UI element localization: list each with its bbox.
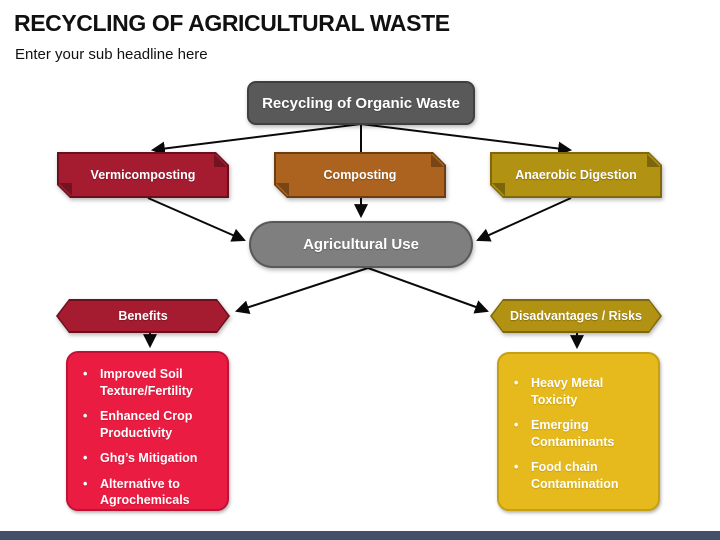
list-item: Ghg’s Mitigation — [78, 450, 219, 467]
slide-title: RECYCLING OF AGRICULTURAL WASTE — [14, 10, 450, 36]
panel-benefits: Improved Soil Texture/Fertility Enhanced… — [66, 351, 229, 511]
list-item: Improved Soil Texture/Fertility — [78, 366, 219, 399]
tag-label: Benefits — [118, 309, 168, 323]
footer-accent-bar — [0, 531, 720, 540]
slide-subtitle: Enter your sub headline here — [15, 46, 208, 63]
node-recycling-of-organic-waste: Recycling of Organic Waste — [247, 81, 475, 125]
disadvantages-list: Heavy Metal Toxicity Emerging Contaminan… — [509, 375, 650, 492]
node-label: Composting — [323, 168, 397, 182]
arrow-agricultural-use-to-benefits — [235, 267, 369, 314]
node-fill — [251, 223, 471, 266]
arrow-agricultural-use-to-disadvantages — [367, 267, 489, 314]
panel-disadvantages: Heavy Metal Toxicity Emerging Contaminan… — [497, 352, 660, 511]
tag-label: Disadvantages / Risks — [509, 309, 642, 323]
tag-fill — [492, 301, 660, 331]
node-label: Recycling of Organic Waste — [262, 94, 460, 112]
arrow-root-to-vermicomposting — [150, 123, 362, 156]
node-label: Agricultural Use — [303, 236, 419, 253]
node-fill — [492, 154, 660, 196]
node-agricultural-use: Agricultural Use — [249, 221, 473, 268]
tag-fill — [58, 301, 228, 331]
benefits-list: Improved Soil Texture/Fertility Enhanced… — [78, 366, 219, 509]
node-fill — [249, 83, 473, 123]
arrow-anaerobic-to-agricultural-use — [476, 197, 572, 242]
arrow-vermicomposting-to-agricultural-use — [147, 197, 246, 242]
node-composting: Composting — [274, 152, 446, 198]
list-item: Alternative to Agrochemicals — [78, 476, 219, 509]
node-label: Vermicomposting — [90, 168, 196, 182]
node-fill — [59, 154, 227, 196]
tag-disadvantages-risks: Disadvantages / Risks — [490, 299, 662, 333]
node-vermicomposting: Vermicomposting — [57, 152, 229, 198]
list-item: Food chain Contamination — [509, 459, 650, 492]
node-label: Anaerobic Digestion — [515, 168, 637, 182]
node-anaerobic-digestion: Anaerobic Digestion — [490, 152, 662, 198]
tag-benefits: Benefits — [56, 299, 230, 333]
list-item: Heavy Metal Toxicity — [509, 375, 650, 408]
list-item: Enhanced Crop Productivity — [78, 408, 219, 441]
arrow-root-to-anaerobic-digestion — [360, 123, 573, 156]
list-item: Emerging Contaminants — [509, 417, 650, 450]
